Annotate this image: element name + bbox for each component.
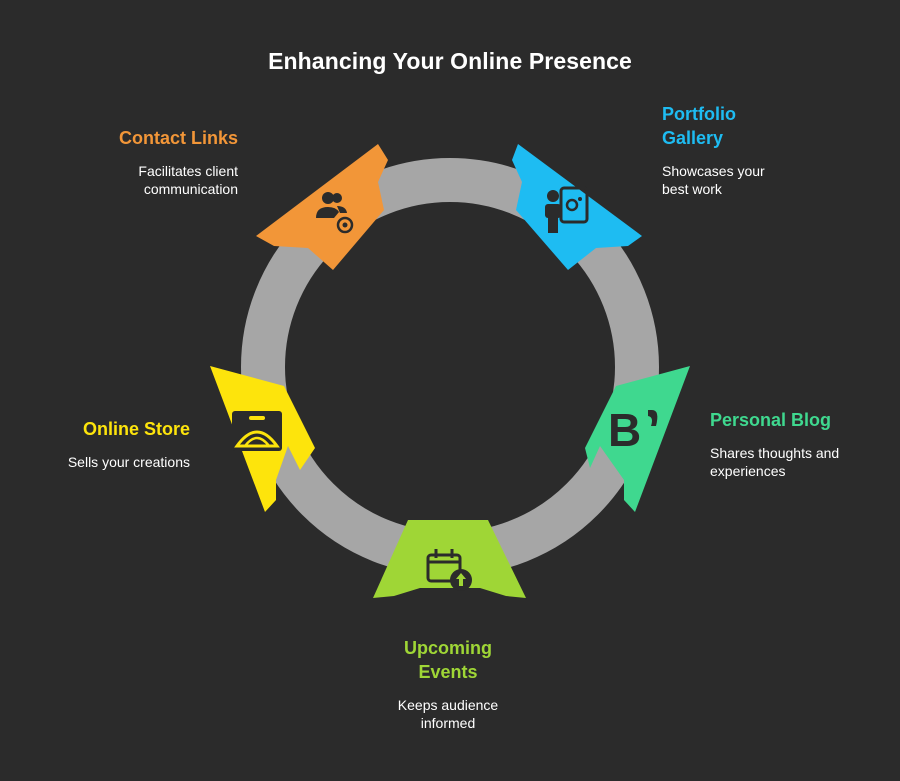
- portfolio-gallery-label: Portfolio Gallery: [662, 104, 736, 148]
- personal-blog-description: Shares thoughts and experiences: [710, 445, 840, 479]
- online-store-label: Online Store: [82, 419, 190, 439]
- contact-links-segment: [256, 144, 388, 270]
- presenter-palette-icon: [545, 186, 589, 233]
- store-dome-icon: [232, 411, 282, 451]
- contact-links-label: Contact Links: [118, 128, 238, 148]
- portfolio-gallery-description: Showcases your best work: [662, 163, 765, 197]
- online-store-segment: [210, 366, 315, 512]
- personal-blog-label: Personal Blog: [710, 410, 832, 430]
- contact-links-description: Facilitates client communication: [138, 163, 238, 197]
- upcoming-events-label: Upcoming Events: [404, 638, 492, 682]
- upcoming-events-description: Keeps audience informed: [397, 697, 499, 731]
- users-at-icon: [316, 192, 354, 234]
- upcoming-events-segment: [373, 520, 526, 598]
- blogger-b-icon: B: [608, 404, 658, 456]
- svg-text:B: B: [608, 404, 641, 456]
- portfolio-gallery-segment: [512, 144, 642, 270]
- online-store-description: Sells your creations: [67, 454, 190, 470]
- page-title: Enhancing Your Online Presence: [268, 48, 632, 74]
- calendar-upload-icon: [426, 549, 472, 591]
- personal-blog-segment: B: [585, 366, 690, 512]
